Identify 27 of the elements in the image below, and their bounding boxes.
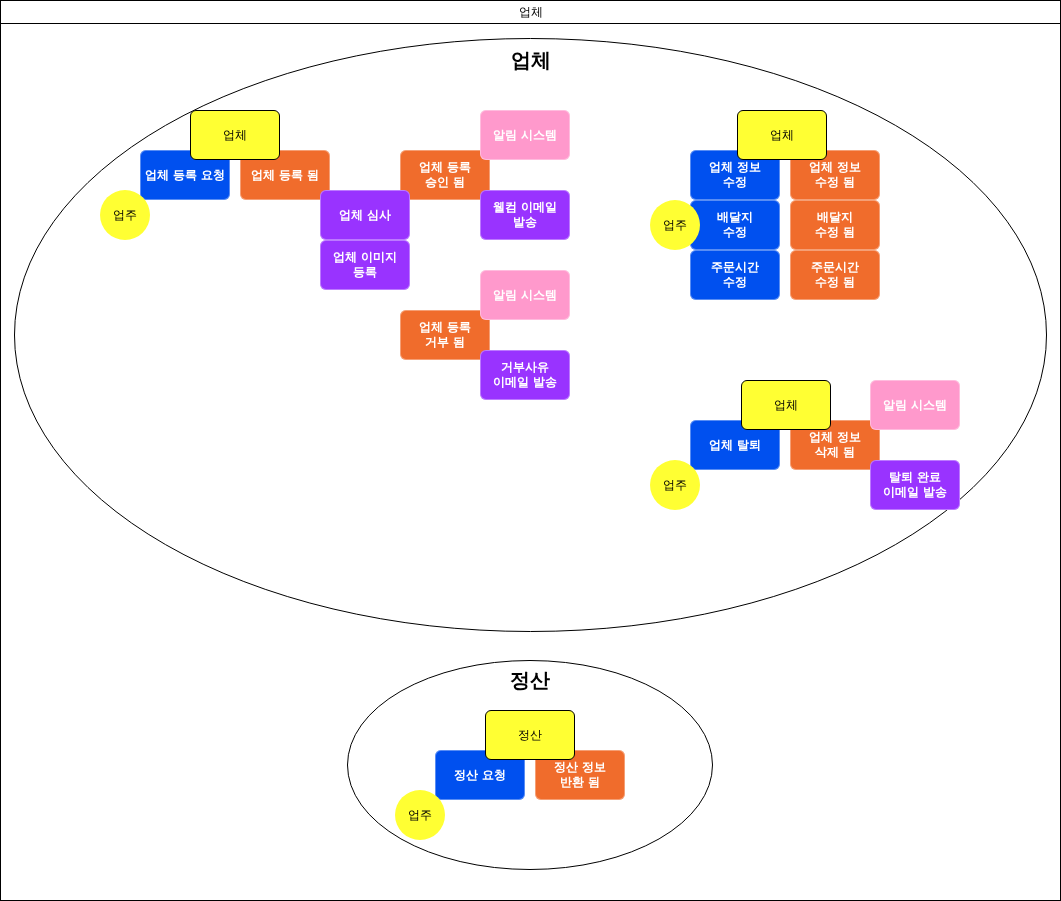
sticky-note: 배달지 수정 됨	[790, 200, 880, 250]
sticky-note: 업체 정보 수정 됨	[790, 150, 880, 200]
sticky-note: 정산 정보 반환 됨	[535, 750, 625, 800]
sticky-note: 알림 시스템	[870, 380, 960, 430]
sticky-note: 정산	[485, 710, 575, 760]
context-title: 정산	[510, 667, 550, 694]
sticky-note: 업체 등록 승인 됨	[400, 150, 490, 200]
sticky-note: 배달지 수정	[690, 200, 780, 250]
sticky-note: 업체	[737, 110, 827, 160]
sticky-note: 주문시간 수정	[690, 250, 780, 300]
sticky-note: 업체 정보 수정	[690, 150, 780, 200]
sticky-note: 업체 탈퇴	[690, 420, 780, 470]
sticky-note: 업체	[741, 380, 831, 430]
context-title: 업체	[510, 47, 551, 74]
frame-title: 업체	[517, 4, 544, 21]
sticky-note: 업체 심사	[320, 190, 410, 240]
sticky-note: 알림 시스템	[480, 110, 570, 160]
sticky-note: 주문시간 수정 됨	[790, 250, 880, 300]
sticky-note: 탈퇴 완료 이메일 발송	[870, 460, 960, 510]
sticky-note: 업체 등록 거부 됨	[400, 310, 490, 360]
sticky-note: 업체 이미지 등록	[320, 240, 410, 290]
sticky-note: 업체	[190, 110, 280, 160]
sticky-note: 웰컴 이메일 발송	[480, 190, 570, 240]
sticky-note: 정산 요청	[435, 750, 525, 800]
sticky-note: 거부사유 이메일 발송	[480, 350, 570, 400]
sticky-note: 알림 시스템	[480, 270, 570, 320]
sticky-note: 업체 등록 요청	[140, 150, 230, 200]
